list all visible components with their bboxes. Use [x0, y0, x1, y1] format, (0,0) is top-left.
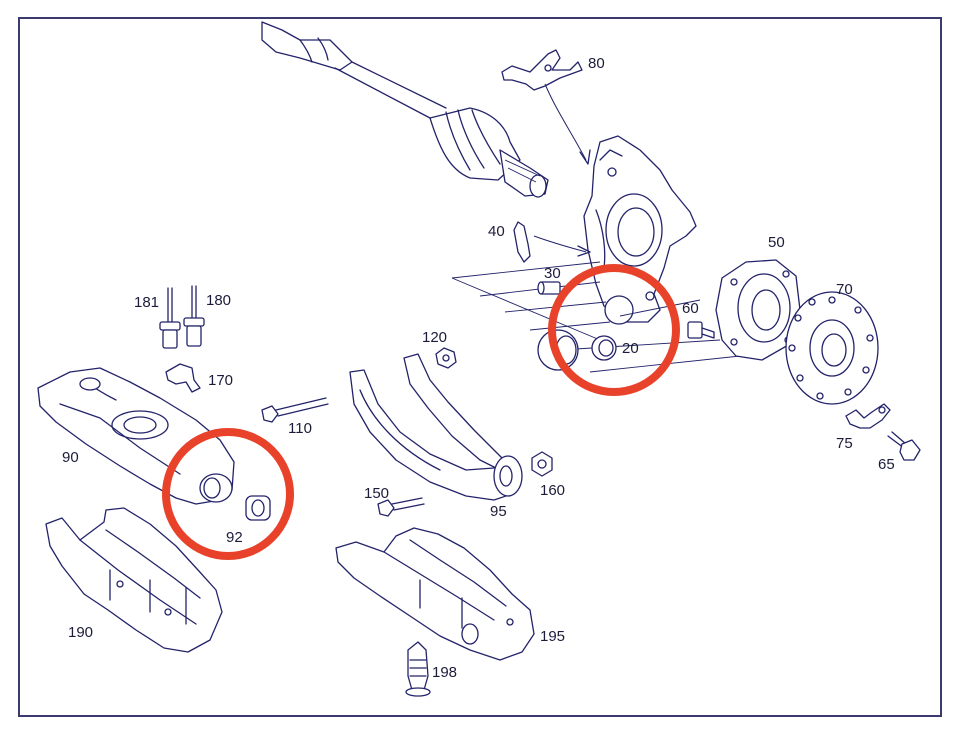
part-95-upper-arm [349, 353, 523, 501]
part-label-50: 50 [768, 234, 785, 251]
part-label-40: 40 [488, 223, 505, 240]
part-label-95: 95 [490, 503, 507, 520]
part-label-75: 75 [836, 435, 853, 452]
highlight-circle-part-20 [548, 264, 680, 396]
part-label-110: 110 [288, 420, 312, 437]
drive-shaft [261, 21, 549, 198]
part-label-80: 80 [588, 55, 605, 72]
part-label-20: 20 [622, 340, 639, 357]
guide-lines [451, 261, 741, 373]
part-75-clip [845, 403, 891, 429]
part-label-150: 150 [364, 485, 389, 502]
part-50-hub [715, 259, 801, 361]
diagram-frame [18, 17, 942, 717]
part-92-bushing [245, 495, 271, 521]
part-label-160: 160 [540, 482, 565, 499]
highlight-circle-part-92 [162, 428, 294, 560]
part-120-nut [435, 347, 457, 369]
part-150-bolt [377, 497, 425, 517]
part-label-65: 65 [878, 456, 895, 473]
part-90-control-arm [37, 367, 235, 505]
part-195-cover [335, 527, 535, 661]
part-60-bolt [687, 321, 715, 339]
part-181-bolt [159, 287, 181, 349]
part-label-120: 120 [422, 329, 447, 346]
part-170-bracket [165, 363, 201, 393]
part-label-190: 190 [68, 624, 93, 641]
part-40-bracket [513, 221, 591, 263]
part-label-30: 30 [544, 265, 561, 282]
part-110-bolt [261, 397, 329, 423]
part-label-70: 70 [836, 281, 853, 298]
part-70-disc [785, 291, 879, 405]
part-label-60: 60 [682, 300, 699, 317]
part-180-bolt [183, 285, 205, 347]
knuckle [583, 135, 697, 325]
part-label-195: 195 [540, 628, 565, 645]
part-label-92: 92 [226, 529, 243, 546]
part-label-170: 170 [208, 372, 233, 389]
part-label-90: 90 [62, 449, 79, 466]
part-160-nut [531, 451, 553, 477]
part-190-cover [45, 507, 223, 653]
part-80-bracket [501, 49, 591, 165]
part-30-pin [537, 281, 561, 295]
part-label-198: 198 [432, 664, 457, 681]
part-label-181: 181 [134, 294, 159, 311]
part-198-clip [405, 641, 431, 697]
part-65-bolt [887, 431, 921, 461]
part-label-180: 180 [206, 292, 231, 309]
